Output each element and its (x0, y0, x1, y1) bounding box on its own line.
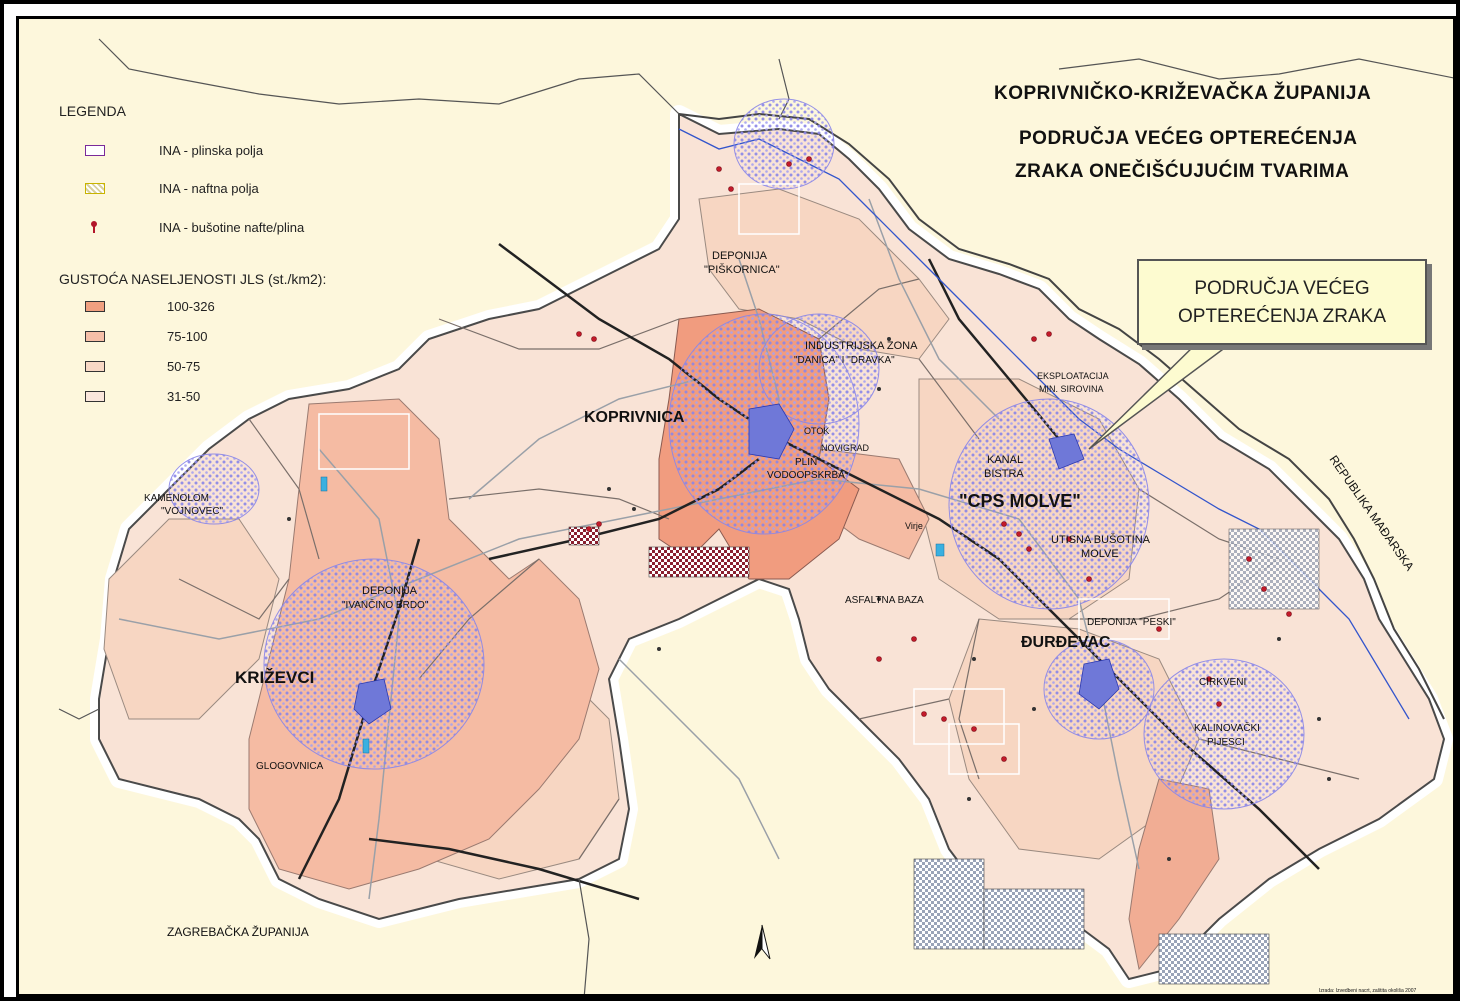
field-east-1 (1228, 528, 1320, 610)
map-title-line3: ZRAKA ONEČIŠĆUJUĆIM TVARIMA (1015, 161, 1350, 182)
label-kalinovacki2: PIJESCI (1207, 737, 1245, 748)
settlement-dots (287, 337, 1331, 861)
pollution-area-kamengrad (168, 453, 260, 525)
legend-swatch-100-326 (85, 301, 105, 312)
callout-box: PODRUČJA VEĆEG OPTEREĆENJA ZRAKA (1137, 259, 1427, 345)
pollution-area-kalinovac (1143, 658, 1305, 810)
wells (576, 156, 1292, 762)
label-plin1: PLIN (795, 457, 817, 468)
legend-label-oil-fields: INA - naftna polja (159, 181, 259, 196)
legend-swatch-gas-fields (85, 145, 105, 156)
callout-line1: PODRUČJA VEĆEG (1194, 278, 1370, 299)
field-south-2 (983, 888, 1085, 950)
label-deponija-i1: DEPONIJA (362, 585, 418, 597)
external-lines (58, 38, 1453, 994)
label-asfaltna: ASFALTNA BAZA (845, 595, 924, 606)
concession-outlines (318, 183, 1170, 775)
map-canvas: KOPRIVNICA KRIŽEVCI ĐURĐEVAC "CPS MOLVE"… (16, 16, 1456, 997)
legend-swatch-75-100 (85, 331, 105, 342)
label-bistra: BISTRA (984, 468, 1024, 480)
legend-density-heading: GUSTOĆA NASELJENOSTI JLS (st./km2): (59, 271, 327, 287)
label-kamengrad1: KAMENOLOM (144, 493, 209, 504)
label-cps-molve: "CPS MOLVE" (959, 491, 1081, 511)
label-virje: Virje (905, 521, 923, 531)
map-title-line1: KOPRIVNIČKO-KRIŽEVAČKA ŽUPANIJA (994, 83, 1372, 104)
label-deponija-p1: DEPONIJA (712, 250, 768, 262)
label-utisna2: MOLVE (1081, 548, 1119, 560)
label-plin2: VODOOPSKRBA (767, 470, 845, 481)
field-south-1 (913, 858, 985, 950)
label-deponija-i2: "IVANČINO BRDO" (342, 598, 429, 611)
label-kamengrad2: "VOJNOVEC" (161, 506, 224, 517)
oil-gas-fields (568, 526, 1320, 985)
label-eksploatacija1: EKSPLOATACIJA (1037, 371, 1109, 381)
label-eksploatacija2: MIN. SIROVINA (1039, 384, 1104, 394)
well-pin-icon (91, 221, 97, 227)
label-ind-zona1: INDUSTRIJSKA ZONA (805, 340, 918, 352)
legend-label-50-75: 50-75 (167, 359, 201, 374)
legend-heading: LEGENDA (59, 103, 126, 119)
water-spots (320, 476, 945, 754)
legend-label-gas-fields: INA - plinska polja (159, 143, 264, 158)
north-arrow-icon (754, 924, 771, 960)
legend-swatch-31-50 (85, 391, 105, 402)
label-kanal: KANAL (987, 454, 1023, 466)
label-glogovnica: GLOGOVNICA (256, 761, 324, 772)
label-zagrebacka: ZAGREBAČKA ŽUPANIJA (167, 924, 309, 939)
pollution-area-ind-zona (758, 313, 880, 425)
pollution-areas (168, 98, 1305, 810)
field-small-red (568, 526, 600, 546)
legend-swatch-oil-fields (85, 183, 105, 194)
label-deponija-peski: DEPONIJA "PESKI" (1087, 617, 1176, 628)
well-pin-stem (93, 226, 95, 233)
label-kalinovacki1: KALINOVAČKI (1194, 721, 1260, 734)
legend-label-100-326: 100-326 (167, 299, 215, 314)
urban-cores (353, 403, 1120, 725)
pollution-area-krizevci (263, 558, 485, 770)
label-cirkveni: CIRKVENI (1199, 677, 1246, 688)
field-sw-redcheck (648, 546, 750, 578)
legend-label-wells: INA - bušotine nafte/plina (159, 220, 305, 235)
label-ind-zona2: "DANICA" I "DRAVKA" (794, 355, 895, 366)
pollution-area-molve (948, 398, 1150, 610)
label-koprivnica: KOPRIVNICA (584, 409, 685, 426)
callout-line2: OPTEREĆENJA ZRAKA (1178, 306, 1386, 327)
label-otok: OTOK (804, 426, 829, 436)
label-durdevac: ĐURĐEVAC (1021, 634, 1111, 651)
label-krizevci: KRIŽEVCI (235, 668, 314, 687)
map-title-line2: PODRUČJA VEĆEG OPTEREĆENJA (1019, 128, 1358, 149)
field-south-3 (1158, 933, 1270, 985)
label-utisna1: UTISNA BUŠOTINA (1051, 533, 1151, 546)
label-deponija-p2: "PIŠKORNICA" (704, 263, 780, 276)
pollution-area-north (733, 98, 835, 190)
label-novigrad: NOVIGRAD (821, 443, 870, 453)
legend-swatch-50-75 (85, 361, 105, 372)
legend-label-31-50: 31-50 (167, 389, 201, 404)
legend-label-75-100: 75-100 (167, 329, 208, 344)
map-credit: Izrada: Izvedbeni nacrt, zaštita okoliša… (1319, 988, 1416, 994)
map-svg: KOPRIVNICA KRIŽEVCI ĐURĐEVAC "CPS MOLVE"… (58, 38, 1453, 994)
